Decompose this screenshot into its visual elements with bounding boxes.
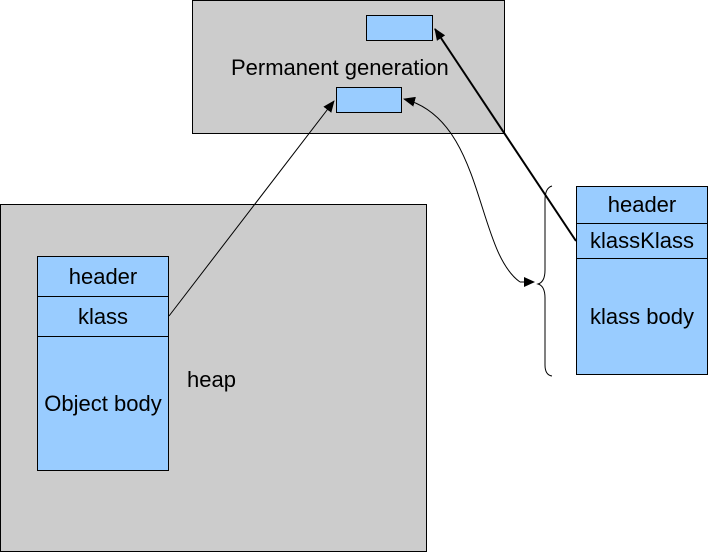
permanent-generation-label: Permanent generation [231, 55, 449, 80]
perm-gen-klassklass-slot [366, 15, 433, 41]
object-body-cell: Object body [37, 336, 169, 471]
brace-tip-arrowhead [524, 277, 535, 287]
object-header-cell: header [37, 256, 169, 297]
klass-header-cell: header [576, 186, 708, 224]
klass-object-curved-arrow [403, 96, 521, 283]
klass-body-cell: klass body [576, 258, 708, 375]
object-klass-pointer-arrow [168, 100, 335, 317]
perm-gen-klass-slot [336, 87, 402, 113]
klass-klassklass-cell: klassKlass [576, 223, 708, 259]
klassklass-pointer-arrow [434, 28, 577, 242]
klass-object-brace [536, 185, 553, 377]
heap-label: heap [187, 367, 236, 392]
object-klass-cell: klass [37, 296, 169, 337]
